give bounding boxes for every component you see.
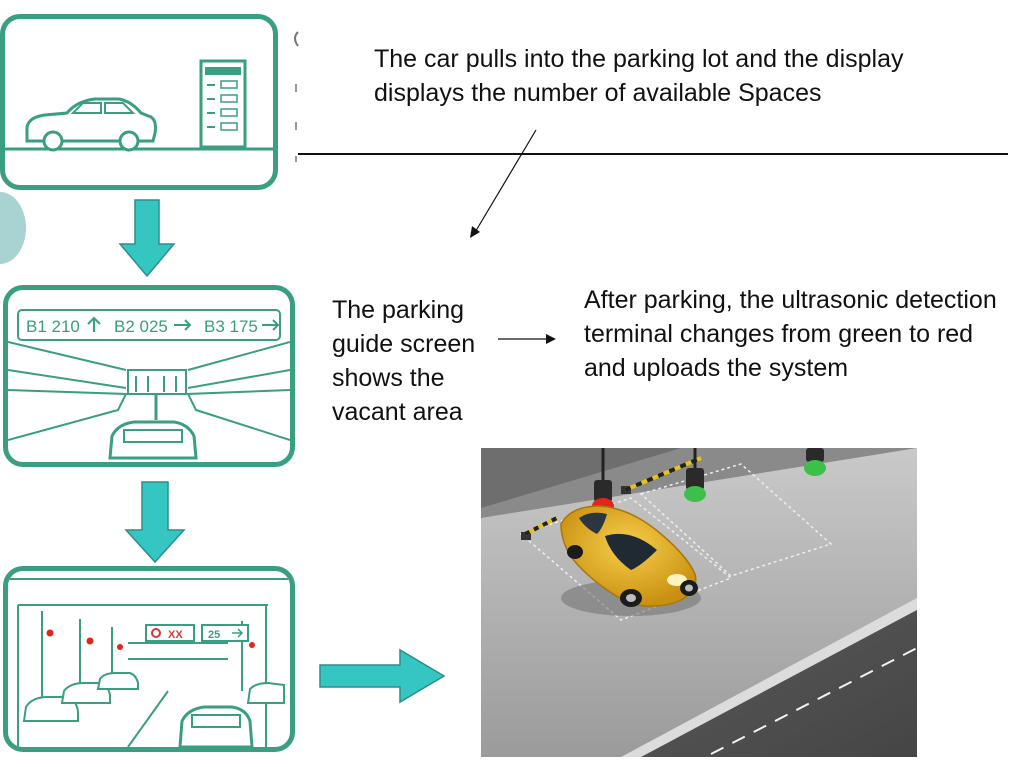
edge-decoration xyxy=(0,192,26,264)
guide-sign-b2: B2 025 xyxy=(114,317,168,336)
sensor-vacant-green xyxy=(684,448,706,502)
flow-arrow-down-2 xyxy=(124,480,186,566)
space-display-board xyxy=(199,59,247,149)
aisle-sign-vacant xyxy=(201,624,249,642)
aisle-sign-right-text: 25 xyxy=(208,629,220,641)
arrow-right-icon xyxy=(232,628,244,638)
guide-sign-b1: B1 210 xyxy=(26,317,80,336)
guide-sign-b3: B3 175 xyxy=(204,317,258,336)
garage-aisle-illustration: XX 25 xyxy=(8,578,290,747)
caption-guide: The parking guide screen shows the vacan… xyxy=(332,296,476,426)
car-outline xyxy=(25,97,157,143)
indicator-light xyxy=(249,642,255,648)
car-entering-illustration xyxy=(5,59,273,152)
arrow-right-icon xyxy=(174,319,192,331)
caption-after: After parking, the ultrasonic detection … xyxy=(584,286,997,382)
arrow-right-icon xyxy=(262,319,280,331)
parking-space-vacant xyxy=(639,463,833,577)
clipped-text-fragments xyxy=(290,28,300,168)
flow-arrow-right xyxy=(318,648,448,704)
divider-line xyxy=(298,153,1008,155)
barrier-gate xyxy=(521,516,558,540)
guide-sign-board xyxy=(17,309,281,341)
arrow-up-icon xyxy=(87,316,101,332)
indicator-light xyxy=(86,637,94,645)
aisle-sign-left-text: XX xyxy=(168,629,183,641)
sensor-vacant-green xyxy=(804,448,826,476)
car-rear-outline xyxy=(108,420,198,460)
connector-arrow xyxy=(498,332,558,346)
pointer-arrow xyxy=(460,128,540,242)
caption-entry: The car pulls into the parking lot and t… xyxy=(374,45,904,107)
indicator-light xyxy=(46,629,54,637)
panel-parking-guide: B1 210 B2 025 B3 175 xyxy=(3,285,295,467)
panel-garage-aisle: XX 25 xyxy=(3,566,295,752)
barrier-gate xyxy=(621,456,702,494)
guide-tunnel-illustration: B1 210 B2 025 B3 175 xyxy=(8,309,290,460)
driving-lane xyxy=(641,610,917,757)
panel-car-entering xyxy=(0,14,278,190)
indicator-light xyxy=(117,644,123,650)
parking-render xyxy=(481,448,917,757)
flow-arrow-down-1 xyxy=(118,198,176,280)
parked-car xyxy=(560,505,701,616)
